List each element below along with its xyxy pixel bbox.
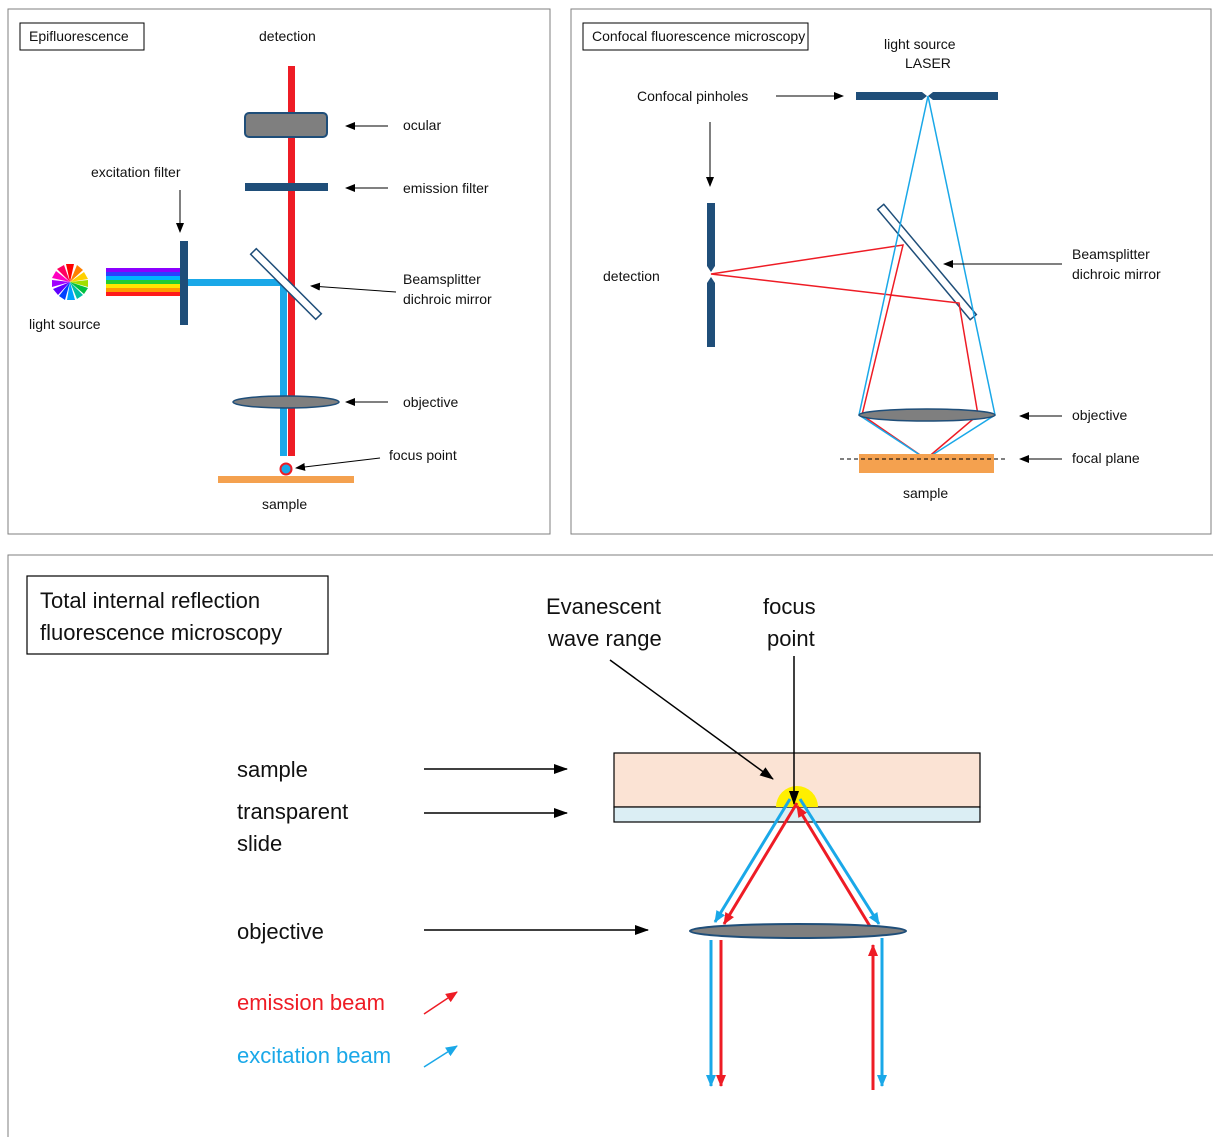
excitation-beam-left-down — [713, 798, 792, 923]
tirf-evanescent-label-2: wave range — [547, 626, 662, 651]
epi-beamsplitter-label-2: dichroic mirror — [403, 291, 492, 307]
confocal-sample-label: sample — [903, 485, 948, 501]
confocal-focal-plane-label: focal plane — [1072, 450, 1140, 466]
excitation-beam-right-down — [798, 798, 881, 925]
tirf-sample-label: sample — [237, 757, 308, 782]
laser-pinhole-left — [856, 92, 927, 100]
beamsplitter — [249, 247, 323, 321]
epi-ocular-label: ocular — [403, 117, 441, 133]
confocal-panel: Confocal fluorescence microscopy light s… — [570, 8, 1212, 535]
laser-pinhole-right — [928, 92, 998, 100]
confocal-beamsplitter-label-1: Beamsplitter — [1072, 246, 1150, 262]
ocular — [244, 112, 328, 138]
epifluorescence-panel: Epifluorescence — [7, 8, 551, 535]
tirf-focus-label-1: focus — [763, 594, 816, 619]
tirf-evanescent-label-1: Evanescent — [546, 594, 661, 619]
transparent-slide — [613, 806, 981, 823]
legend-excitation-label: excitation beam — [237, 1043, 391, 1068]
emission-beam-left-down — [722, 802, 799, 925]
tirf-panel: Total internal reflection fluorescence m… — [7, 554, 1213, 1137]
light-source-icon — [52, 264, 88, 300]
excitation-beam-down — [280, 282, 287, 456]
tirf-focus-label-2: point — [767, 626, 815, 651]
panel-frame — [7, 554, 1213, 1137]
detection-pinhole-top — [707, 203, 715, 272]
objective-lens — [689, 923, 907, 939]
confocal-detection-label: detection — [603, 268, 660, 284]
confocal-light-source-label-1: light source — [884, 36, 956, 52]
epi-sample-label: sample — [262, 496, 307, 512]
excitation-path — [858, 95, 996, 460]
title-box — [582, 22, 809, 51]
emission-filter — [245, 183, 328, 191]
confocal-title: Confocal fluorescence microscopy — [592, 28, 805, 44]
panel-frame — [570, 8, 1212, 535]
focus-point — [279, 462, 293, 476]
tirf-objective-label: objective — [237, 919, 324, 944]
excitation-beam-horizontal — [186, 279, 287, 286]
sample — [859, 454, 994, 473]
tirf-title-2: fluorescence microscopy — [40, 620, 282, 645]
legend-emission-arrow — [423, 991, 458, 1015]
arrow-focus-point — [295, 457, 381, 471]
emission-beam — [288, 66, 295, 456]
rainbow-beam — [106, 268, 182, 296]
panel-frame — [7, 8, 551, 535]
excitation-filter — [180, 241, 188, 325]
confocal-objective-label: objective — [1072, 407, 1127, 423]
beamsplitter — [876, 203, 978, 321]
title-box — [19, 22, 145, 51]
epi-focus-point-label: focus point — [389, 447, 457, 463]
detection-pinhole-bottom — [707, 277, 715, 347]
emission-beam-right-up — [795, 805, 873, 929]
confocal-beamsplitter-label-2: dichroic mirror — [1072, 266, 1161, 282]
arrow-evanescent — [609, 659, 774, 780]
epi-light-source-label: light source — [29, 316, 101, 332]
confocal-pinholes-label: Confocal pinholes — [637, 88, 748, 104]
epi-detection-label: detection — [259, 28, 316, 44]
title-box — [26, 575, 329, 655]
objective-lens — [232, 395, 340, 409]
tirf-slide-label-2: slide — [237, 831, 282, 856]
epi-beamsplitter-label-1: Beamsplitter — [403, 271, 481, 287]
arrow-beamsplitter — [310, 282, 397, 293]
tirf-slide-label-1: transparent — [237, 799, 348, 824]
epi-objective-label: objective — [403, 394, 458, 410]
sample — [218, 476, 354, 483]
confocal-light-source-label-2: LASER — [905, 55, 951, 71]
epi-emission-filter-label: emission filter — [403, 180, 489, 196]
epi-excitation-filter-label: excitation filter — [91, 164, 181, 180]
legend-excitation-arrow — [423, 1045, 458, 1068]
objective-lens — [858, 408, 996, 422]
legend-emission-label: emission beam — [237, 990, 385, 1015]
tirf-title-1: Total internal reflection — [40, 588, 260, 613]
epi-title: Epifluorescence — [29, 28, 129, 44]
